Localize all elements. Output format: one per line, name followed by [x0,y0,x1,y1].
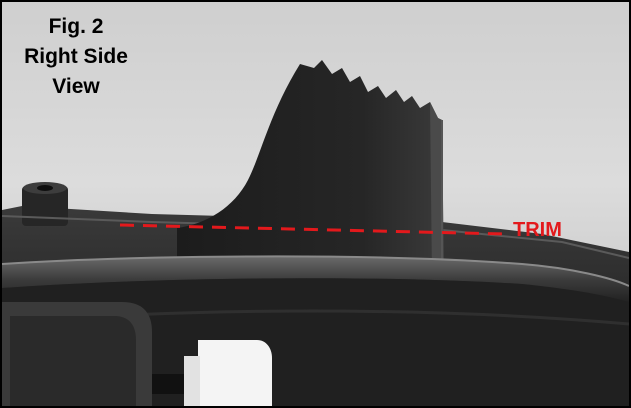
figure-caption: Fig. 2 Right Side View [16,12,136,102]
view-label-line2: View [52,75,100,98]
trim-line [119,223,506,236]
view-label-line1: Right Side [24,45,128,68]
post-hole [37,185,53,191]
white-tab-edge [184,356,200,406]
white-tab [198,340,272,406]
rail-band [2,256,629,302]
lower-block-inner [10,316,136,406]
fin-face [430,102,444,278]
tab-shadow [152,374,184,394]
figure-label: Fig. 2 [48,15,104,38]
trim-label: TRIM [513,219,562,241]
sight-fin [177,60,442,278]
rail-highlight [2,255,629,287]
post [22,186,68,226]
